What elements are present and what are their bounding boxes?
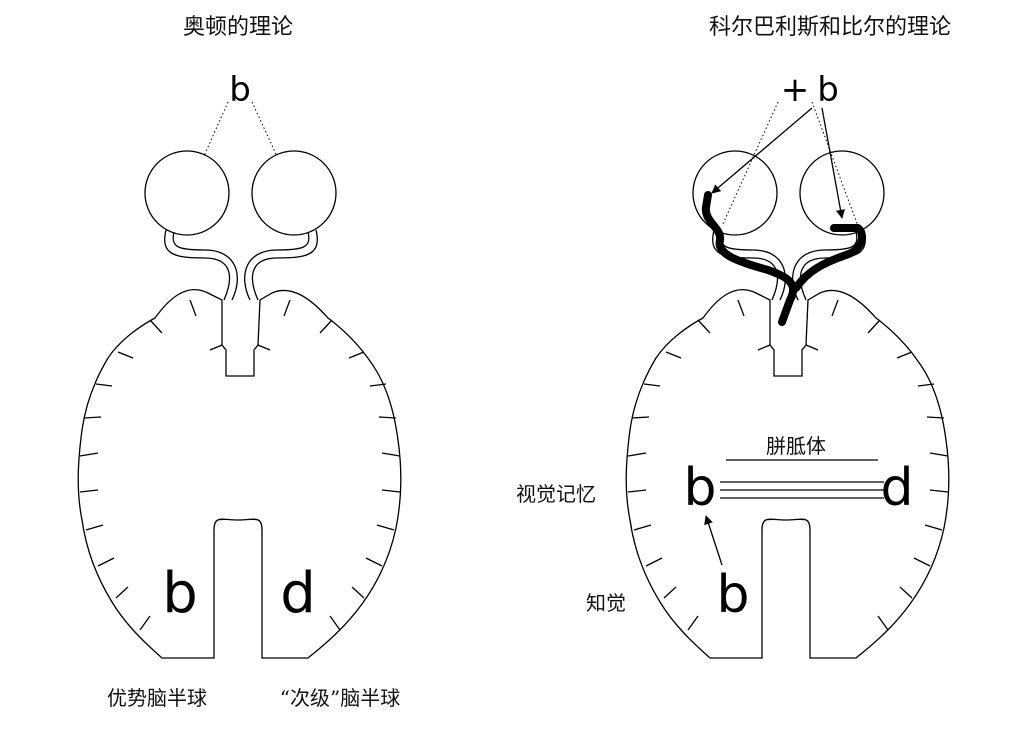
right-stimulus-letter: b bbox=[817, 70, 839, 110]
right-hemisphere-letter-d: d bbox=[280, 561, 316, 626]
perception-letter-b: b bbox=[716, 565, 749, 625]
secondary-hemisphere-caption: “次级”脑半球 bbox=[280, 686, 400, 710]
left-title: 奥顿的理论 bbox=[183, 15, 293, 40]
perception-to-memory-arrow bbox=[704, 515, 723, 566]
left-panel: 奥顿的理论 b b d 优势脑半球 “次级”脑半球 bbox=[77, 15, 402, 710]
right-visual-ray-left bbox=[721, 101, 779, 227]
right-title: 科尔巴利斯和比尔的理论 bbox=[709, 15, 951, 40]
right-anatomy bbox=[625, 150, 950, 659]
right-eye-to-brain-pathway bbox=[792, 224, 866, 292]
left-stimulus-letter: b bbox=[229, 70, 251, 110]
right-panel: 科尔巴利斯和比尔的理论 + b 胼胝体 b d 视觉记忆 知觉 b bbox=[516, 15, 951, 659]
left-eye-to-brain-pathway bbox=[701, 191, 798, 326]
visual-memory-letter-d: d bbox=[880, 458, 913, 518]
stimulus-to-right-eye-arrow bbox=[821, 107, 846, 219]
corpus-callosum-label: 胼胝体 bbox=[766, 434, 826, 458]
visual-memory-label: 视觉记忆 bbox=[516, 482, 596, 506]
perception-label: 知觉 bbox=[586, 591, 626, 615]
visual-memory-letter-b: b bbox=[683, 458, 716, 518]
left-hemisphere-letter-b: b bbox=[162, 561, 198, 626]
right-stimulus-plus: + bbox=[781, 70, 810, 110]
left-brain-outline bbox=[77, 288, 402, 659]
dominant-hemisphere-caption: 优势脑半球 bbox=[107, 686, 207, 710]
left-eyes-and-optic-nerves bbox=[144, 150, 337, 301]
stimulus-to-left-eye-arrow bbox=[711, 107, 813, 194]
